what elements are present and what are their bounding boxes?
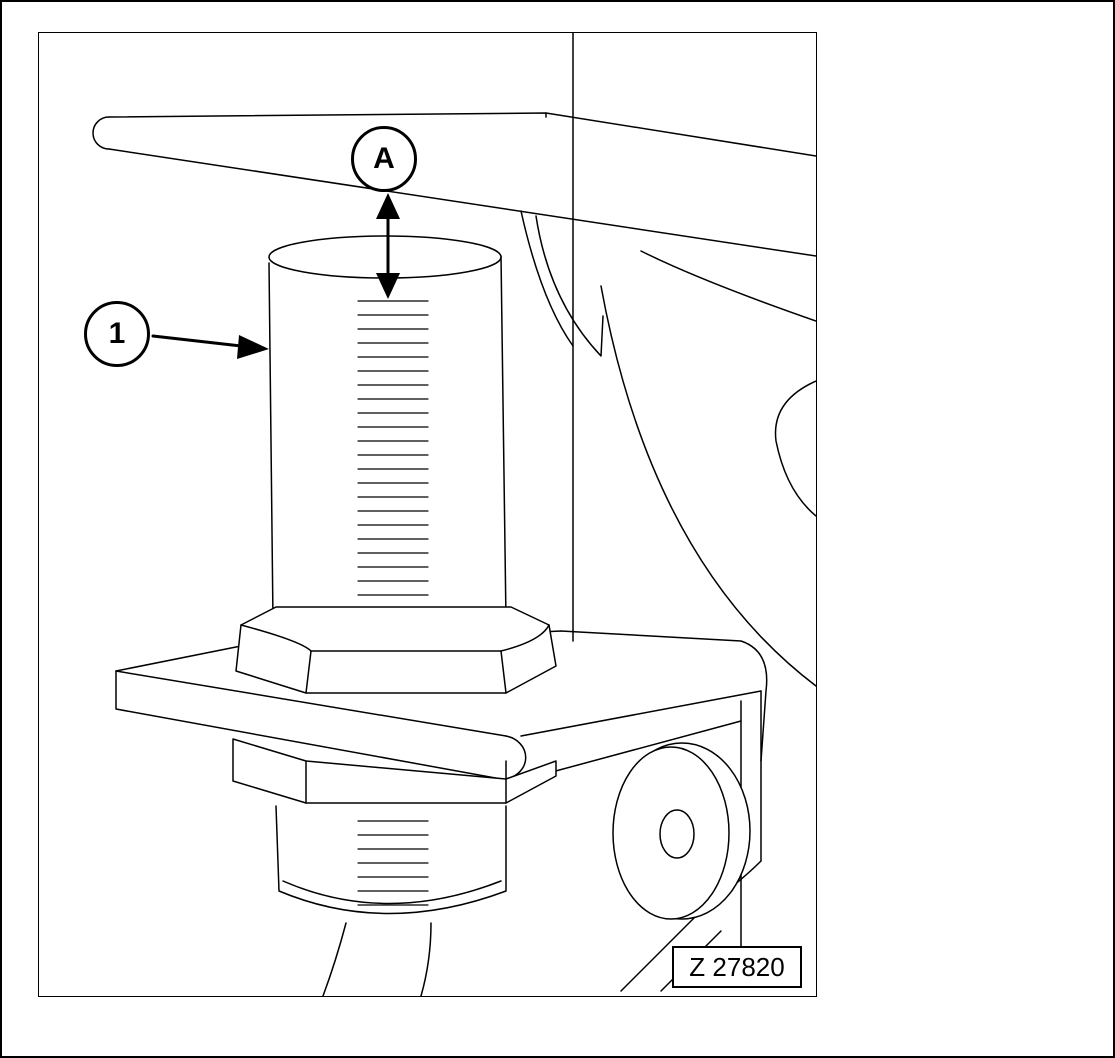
callout-1: 1 xyxy=(84,301,150,367)
rear-bracket xyxy=(520,210,816,687)
upper-hex-nut xyxy=(235,606,557,694)
lower-hex-nut xyxy=(232,738,557,804)
lower-thread-lines xyxy=(357,820,429,906)
callout-1-arrow xyxy=(151,334,269,359)
sensor-illustration xyxy=(38,32,817,997)
round-stud xyxy=(612,742,751,920)
sensor-cable xyxy=(322,922,432,996)
dimension-arrow-a xyxy=(376,193,400,299)
sensor-cylinder xyxy=(268,235,507,632)
figure-id-label: Z 27820 xyxy=(672,946,802,988)
callout-a: A xyxy=(351,126,417,192)
lower-sensor-body xyxy=(275,805,507,915)
top-bar xyxy=(92,112,816,257)
